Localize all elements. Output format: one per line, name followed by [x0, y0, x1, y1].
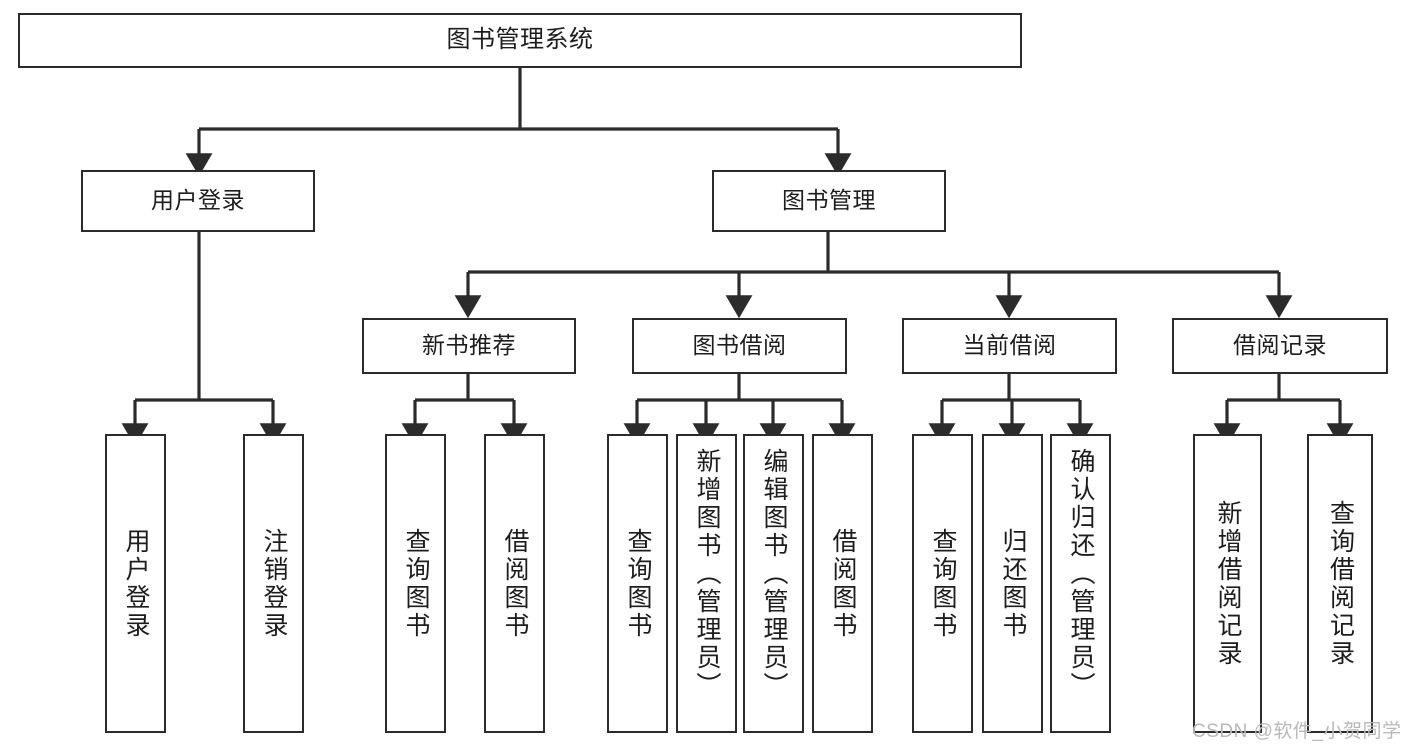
node-borrow-record-label: 借阅记录: [1233, 332, 1327, 359]
node-new-book-recommend[interactable]: 新书推荐: [362, 318, 576, 374]
node-borrow-record[interactable]: 借阅记录: [1172, 318, 1388, 374]
leaf-query-book-2-label: 查询图书: [624, 527, 652, 640]
leaf-query-book-1[interactable]: 查询图书: [385, 434, 446, 733]
node-root[interactable]: 图书管理系统: [18, 13, 1022, 68]
leaf-confirm-return[interactable]: 确认归还（管理员）: [1050, 434, 1111, 733]
leaf-query-record[interactable]: 查询借阅记录: [1307, 434, 1373, 733]
leaf-user-login[interactable]: 用户登录: [105, 434, 166, 733]
node-root-label: 图书管理系统: [446, 26, 594, 54]
leaf-borrow-book-1-label: 借阅图书: [501, 527, 529, 640]
leaf-add-record-label: 新增借阅记录: [1214, 499, 1242, 668]
leaf-add-book-label: 新增图书（管理员）: [693, 448, 721, 700]
node-current-borrow-label: 当前借阅: [962, 332, 1057, 359]
node-new-book-recommend-label: 新书推荐: [422, 332, 516, 359]
leaf-add-record[interactable]: 新增借阅记录: [1193, 434, 1262, 733]
node-user-login-label: 用户登录: [151, 187, 245, 214]
leaf-query-book-3-label: 查询图书: [929, 527, 957, 640]
leaf-query-record-label: 查询借阅记录: [1326, 499, 1355, 668]
leaf-return-book-label: 归还图书: [999, 527, 1027, 640]
leaf-query-book-2[interactable]: 查询图书: [607, 434, 668, 733]
csdn-watermark: CSDN @软件_小贺同学: [1192, 721, 1402, 742]
node-book-manage[interactable]: 图书管理: [712, 170, 946, 232]
leaf-user-login-label: 用户登录: [122, 527, 150, 640]
leaf-edit-book-label: 编辑图书（管理员）: [760, 448, 788, 700]
node-user-login[interactable]: 用户登录: [81, 170, 315, 232]
leaf-query-book-1-label: 查询图书: [402, 527, 430, 640]
leaf-logout-login[interactable]: 注销登录: [243, 434, 304, 733]
leaf-borrow-book-1[interactable]: 借阅图书: [484, 434, 545, 733]
node-current-borrow[interactable]: 当前借阅: [902, 318, 1117, 374]
leaf-borrow-book-2[interactable]: 借阅图书: [812, 434, 873, 733]
leaf-return-book[interactable]: 归还图书: [982, 434, 1043, 733]
leaf-edit-book[interactable]: 编辑图书（管理员）: [743, 434, 804, 733]
leaf-logout-login-label: 注销登录: [260, 527, 288, 640]
node-book-manage-label: 图书管理: [782, 187, 876, 214]
leaf-add-book[interactable]: 新增图书（管理员）: [676, 434, 737, 733]
leaf-confirm-return-label: 确认归还（管理员）: [1067, 448, 1095, 700]
leaf-borrow-book-2-label: 借阅图书: [829, 527, 857, 640]
node-book-borrow[interactable]: 图书借阅: [632, 318, 847, 374]
node-book-borrow-label: 图书借阅: [692, 332, 787, 359]
leaf-query-book-3[interactable]: 查询图书: [912, 434, 973, 733]
